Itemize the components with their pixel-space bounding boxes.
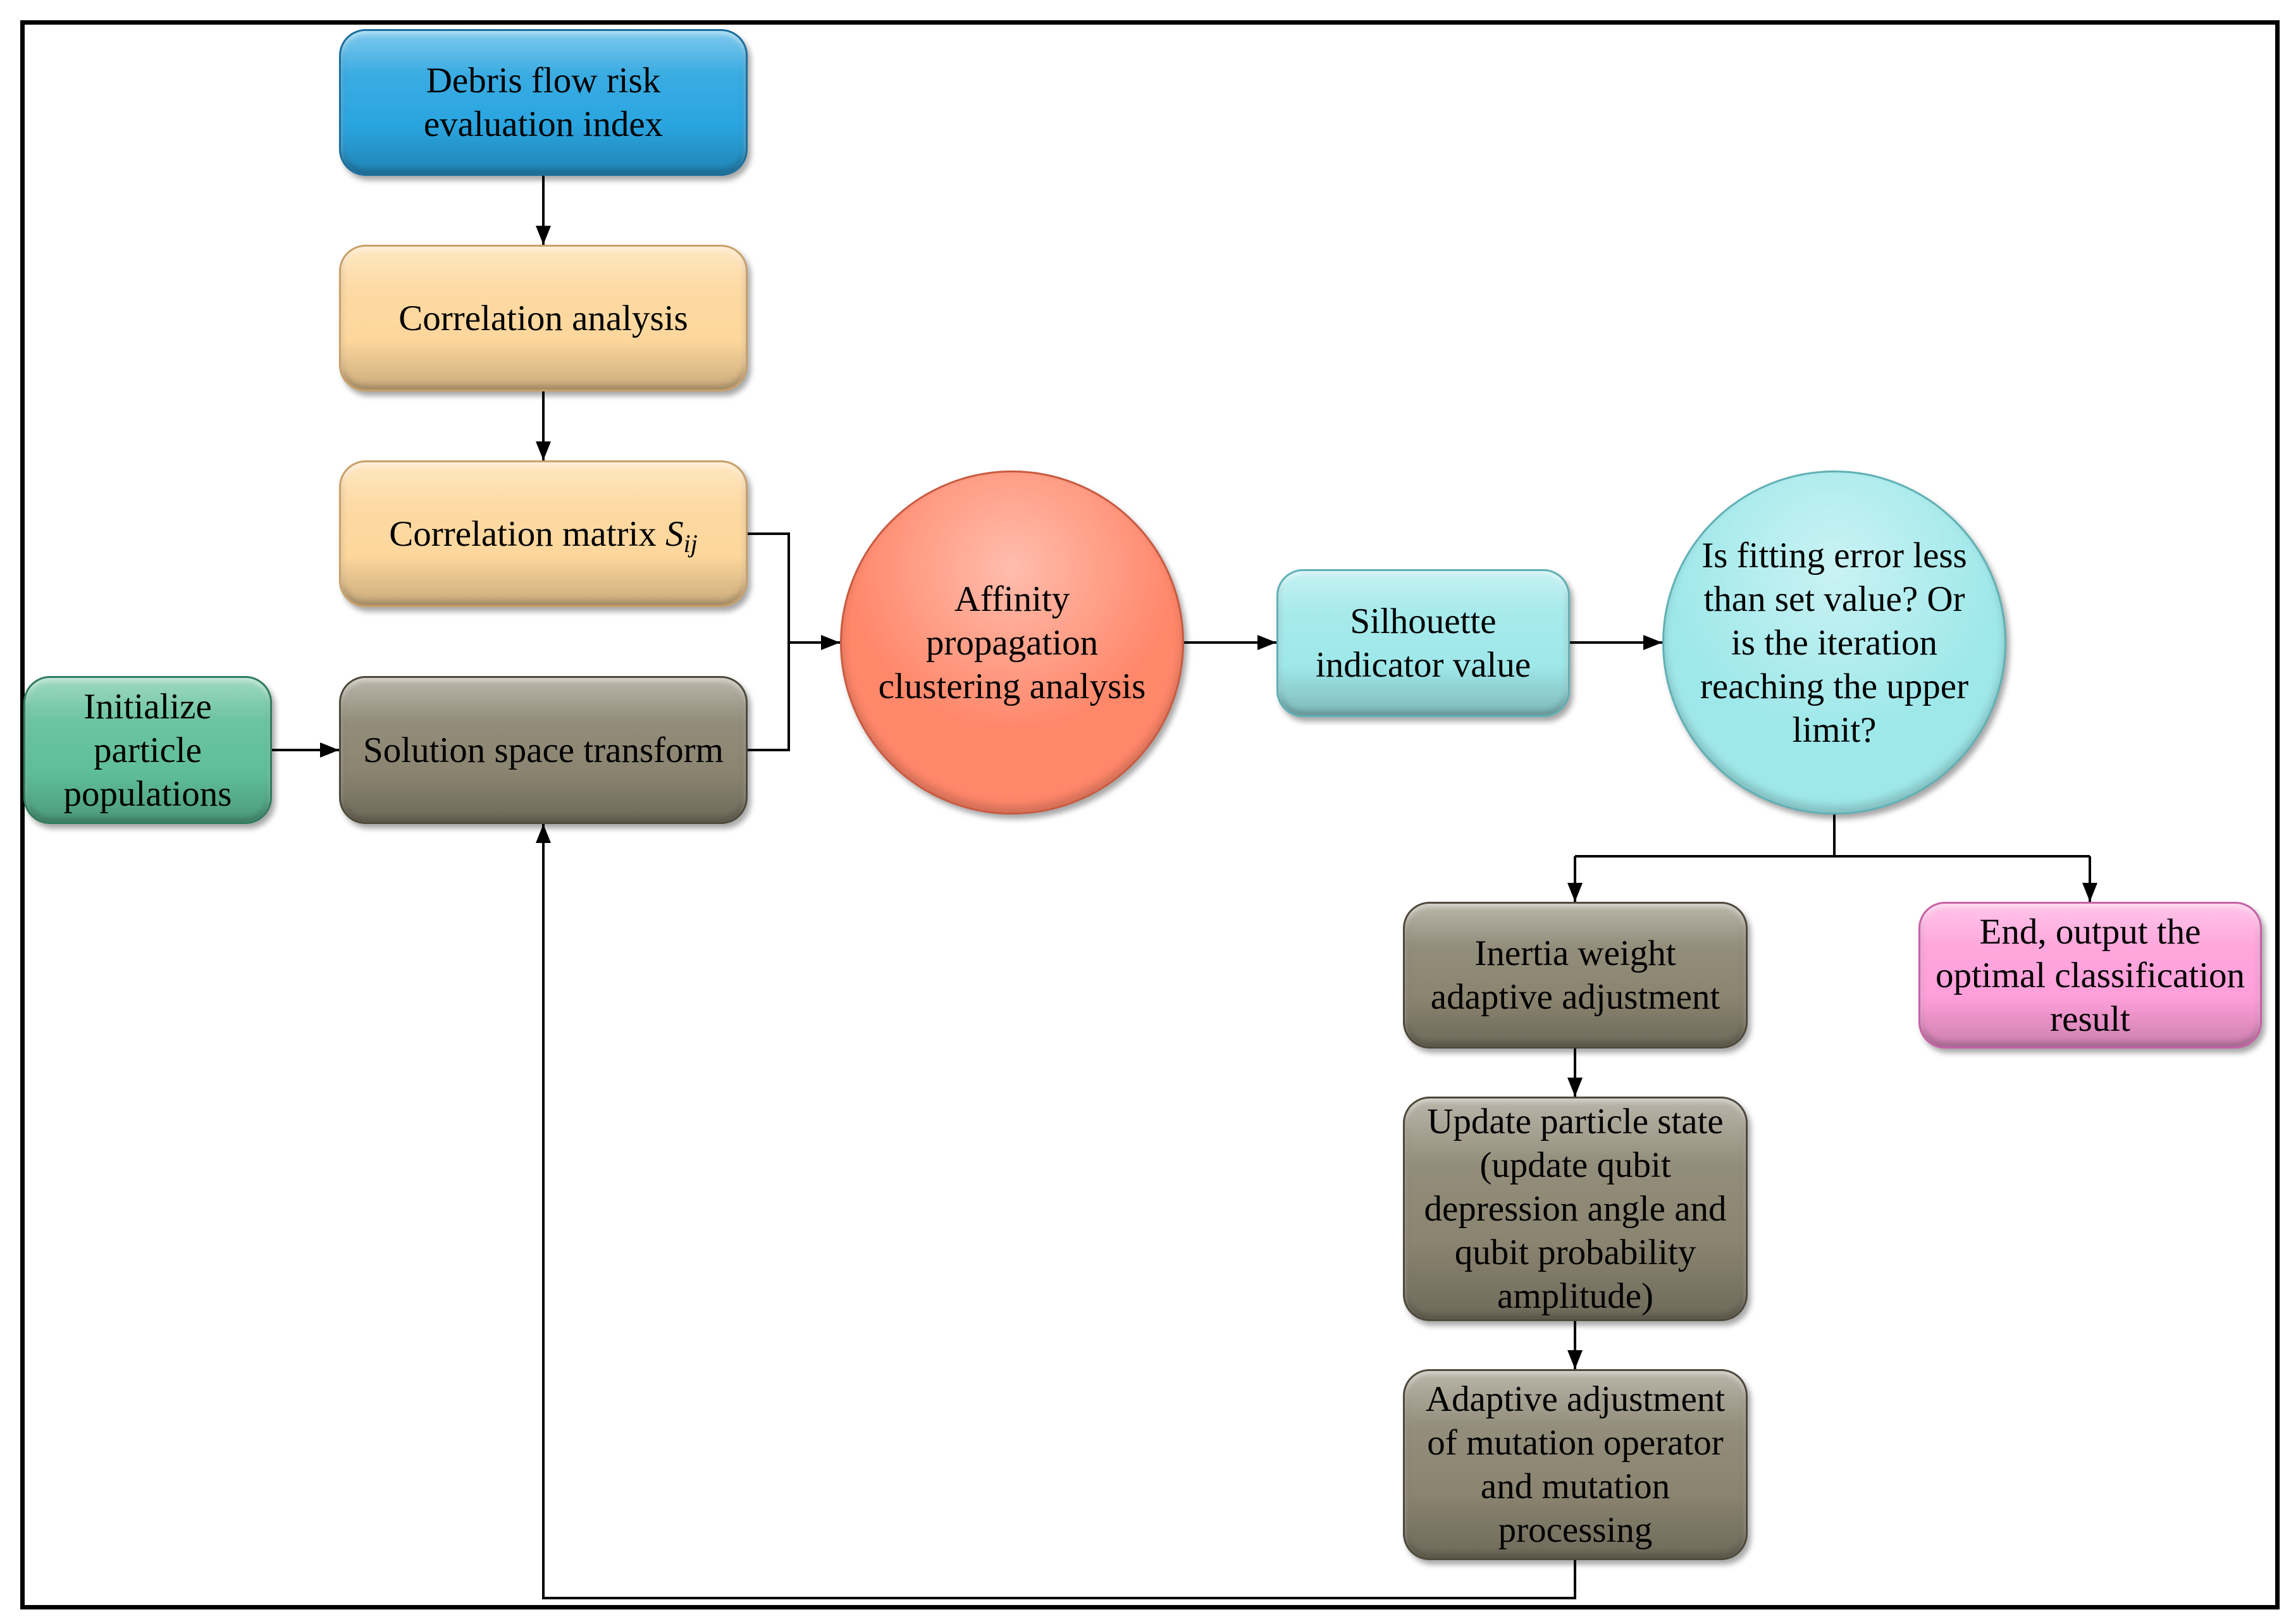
diagram-frame: [20, 20, 2280, 1609]
node-label: End, output the optimal classification r…: [1935, 911, 2245, 1039]
matrix-symbol: S: [665, 514, 684, 554]
node-affinity-propagation-clustering: Affinity propagation clustering analysis: [840, 471, 1184, 815]
node-label: Inertia weight adaptive adjustment: [1430, 933, 1720, 1017]
node-correlation-analysis: Correlation analysis: [339, 245, 748, 391]
node-label: Update particle state (update qubit depr…: [1424, 1102, 1727, 1316]
node-correlation-matrix: Correlation matrix Sij: [339, 460, 748, 607]
node-label: Correlation matrix Sij: [389, 512, 698, 556]
node-update-particle-state: Update particle state (update qubit depr…: [1403, 1097, 1748, 1321]
node-label: Correlation analysis: [398, 298, 688, 338]
node-inertia-weight-adjustment: Inertia weight adaptive adjustment: [1403, 902, 1748, 1049]
node-label: Solution space transform: [363, 730, 724, 770]
node-label: Affinity propagation clustering analysis: [878, 579, 1146, 706]
matrix-subscript: ij: [683, 529, 698, 558]
node-silhouette-indicator-value: Silhouette indicator value: [1276, 569, 1570, 717]
node-label: Initialize particle populations: [63, 686, 232, 814]
node-debris-flow-risk-evaluation-index: Debris flow risk evaluation index: [339, 29, 748, 176]
node-label: Adaptive adjustment of mutation operator…: [1425, 1379, 1726, 1550]
node-mutation-adjustment: Adaptive adjustment of mutation operator…: [1403, 1369, 1748, 1560]
node-end-output-result: End, output the optimal classification r…: [1918, 902, 2262, 1049]
node-decision-stop-condition: Is fitting error less than set value? Or…: [1662, 471, 2006, 815]
node-label: Is fitting error less than set value? Or…: [1700, 535, 1969, 750]
node-initialize-particle-populations: Initialize particle populations: [23, 676, 272, 824]
matrix-label: Correlation matrix: [389, 514, 657, 554]
node-solution-space-transform: Solution space transform: [339, 676, 748, 824]
node-label: Debris flow risk evaluation index: [423, 61, 664, 144]
node-label: Silhouette indicator value: [1315, 601, 1531, 685]
